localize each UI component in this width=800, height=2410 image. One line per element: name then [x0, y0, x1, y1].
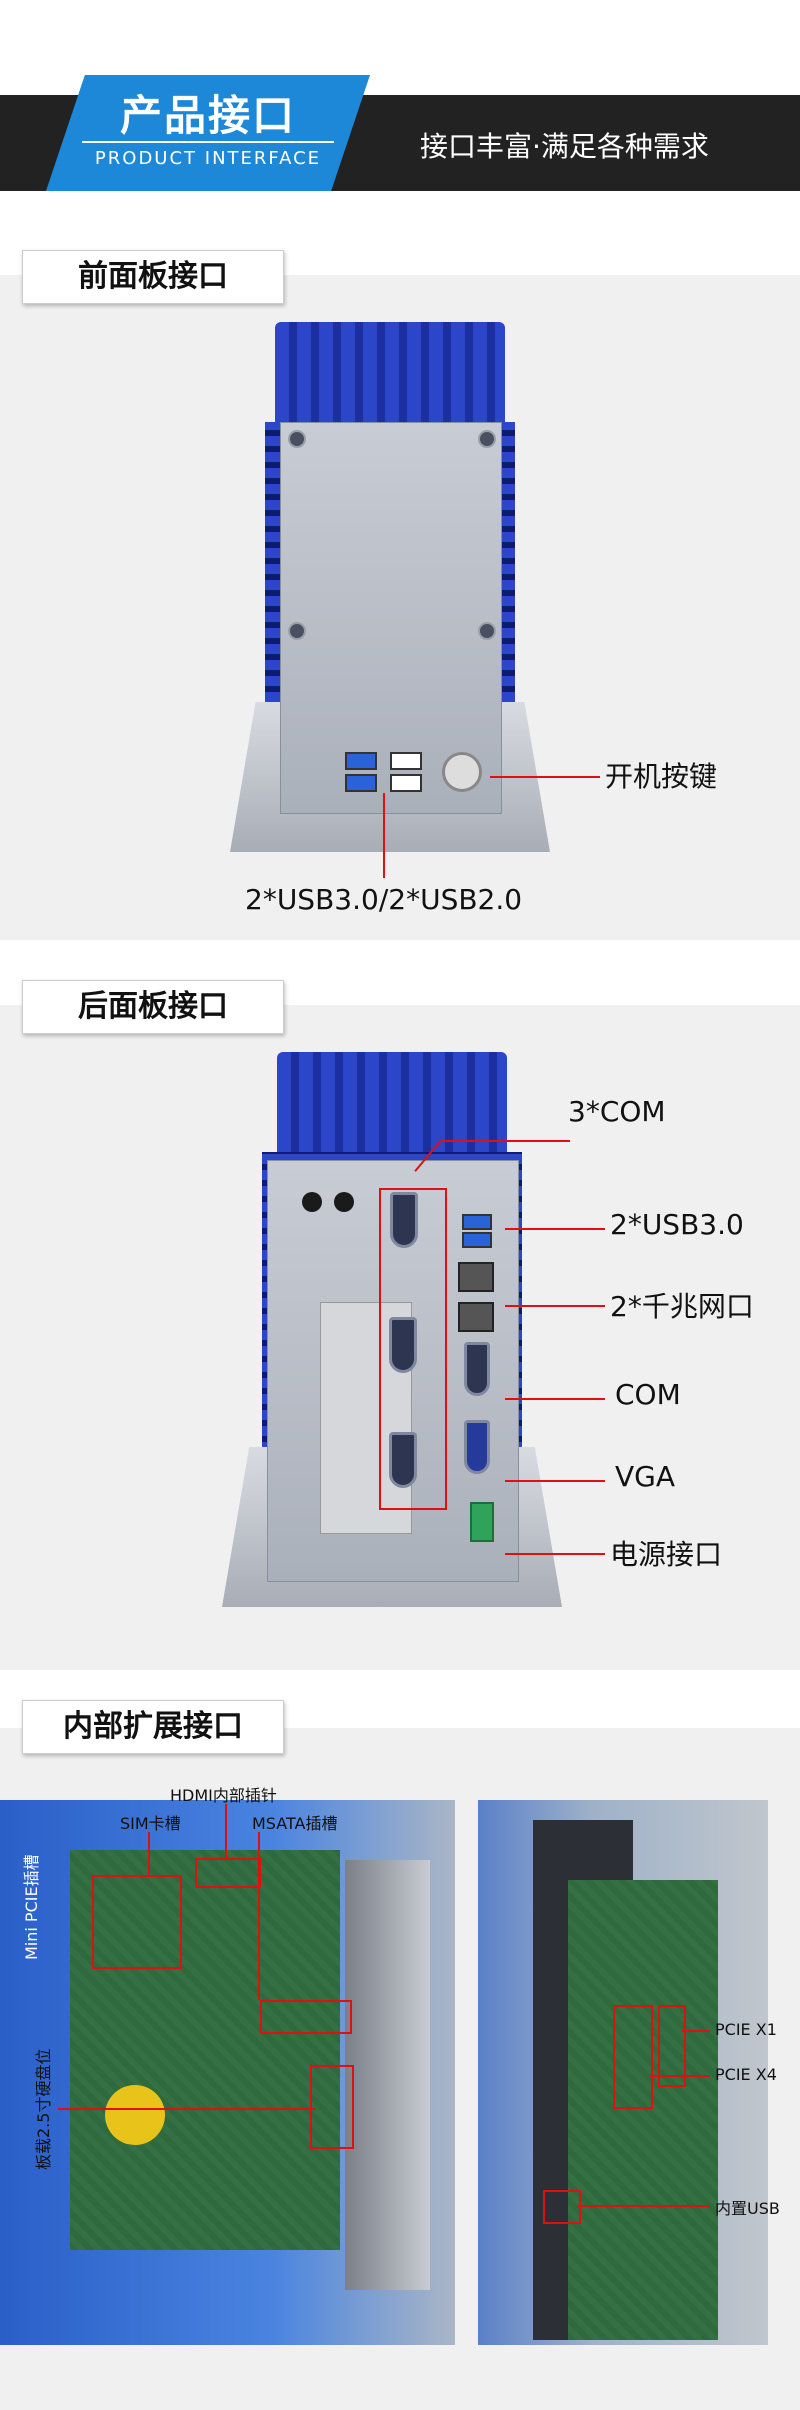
label-internal-usb: 内置USB: [715, 2199, 780, 2218]
label-power-button: 开机按键: [605, 760, 718, 793]
page-tagline: 接口丰富·满足各种需求: [420, 130, 709, 163]
front-plate: [280, 422, 502, 814]
usb3-port-icon: [462, 1232, 492, 1248]
pcie-x1-box: [658, 2005, 686, 2087]
internal-tab: 内部扩展接口: [22, 1700, 284, 1754]
label-msata: MSATA插槽: [252, 1814, 338, 1833]
label-pcie-x4: PCIE X4: [715, 2065, 777, 2084]
screw-icon: [478, 430, 496, 448]
usb2-port-icon: [390, 752, 422, 770]
top-heatsink-fins: [277, 1052, 507, 1162]
usb2-port-icon: [390, 774, 422, 792]
usb3-port-icon: [345, 752, 377, 770]
screw-icon: [478, 622, 496, 640]
internal-photo-right: [478, 1800, 768, 2345]
sim-mini-pcie-box: [92, 1875, 182, 1969]
callout-line-internal-usb: [578, 2205, 710, 2207]
screw-icon: [288, 622, 306, 640]
com-port-icon: [389, 1432, 417, 1488]
usb3-port-icon: [345, 774, 377, 792]
riser-card-pcb: [568, 1880, 718, 2340]
screw-icon: [288, 430, 306, 448]
power-button-icon: [442, 752, 482, 792]
com-port-icon: [464, 1342, 490, 1396]
com-port-icon: [390, 1192, 418, 1248]
rear-panel-tab: 后面板接口: [22, 980, 284, 1034]
com-highlight-box: [379, 1188, 447, 1510]
callout-line-sim: [148, 1832, 150, 1877]
page-title: 产品接口: [119, 91, 296, 140]
internal-usb-box: [543, 2190, 581, 2224]
callout-line-pcie-x4: [650, 2075, 710, 2077]
callout-line-usb3: [505, 1228, 605, 1230]
usb3-port-icon: [462, 1214, 492, 1230]
callout-line-usb: [383, 793, 385, 878]
label-rear-vga: VGA: [615, 1460, 676, 1493]
header-accent-block: [46, 75, 370, 191]
label-hdmi-header: HDMI内部插针: [170, 1786, 277, 1805]
hdmi-header-box: [195, 1858, 261, 1888]
label-mini-pcie: Mini PCIE插槽: [22, 1854, 41, 1960]
callout-line-lan: [505, 1305, 605, 1307]
pcie-x4-box: [613, 2005, 653, 2109]
callout-line-hdmi: [225, 1804, 227, 1859]
lan-port-icon: [458, 1262, 494, 1292]
label-rear-com: COM: [615, 1378, 681, 1411]
callout-line-com3-h: [440, 1140, 570, 1142]
front-panel-tab: 前面板接口: [22, 250, 284, 304]
top-heatsink-fins: [275, 322, 505, 432]
lan-port-icon: [458, 1302, 494, 1332]
label-rear-power: 电源接口: [610, 1538, 723, 1571]
hdd-connector-box: [310, 2065, 354, 2149]
label-front-usb: 2*USB3.0/2*USB2.0: [245, 883, 523, 916]
io-bracket: [345, 1860, 430, 2290]
com-port-icon: [389, 1317, 417, 1373]
label-sim: SIM卡槽: [120, 1814, 181, 1833]
internal-photo-left: [0, 1800, 455, 2345]
front-device-image: [230, 322, 550, 852]
callout-line-msata: [258, 1832, 260, 2000]
power-terminal-icon: [470, 1502, 494, 1542]
antenna-hole-icon: [302, 1192, 322, 1212]
callout-line-vga: [505, 1480, 605, 1482]
antenna-hole-icon: [334, 1192, 354, 1212]
callout-line-power: [490, 776, 600, 778]
callout-line-hdd: [58, 2108, 316, 2110]
callout-line-pcie-x1: [682, 2030, 710, 2032]
subtitle-divider: [82, 141, 334, 143]
page-subtitle: PRODUCT INTERFACE: [94, 148, 322, 169]
msata-box: [260, 2000, 352, 2034]
vga-port-icon: [464, 1420, 490, 1474]
callout-line-com: [505, 1398, 605, 1400]
motherboard-pcb: [70, 1850, 340, 2250]
label-rear-usb3: 2*USB3.0: [610, 1208, 744, 1241]
label-hdd: 板载2.5寸硬盘位: [34, 2048, 53, 2170]
cmos-battery-icon: [105, 2085, 165, 2145]
label-rear-lan: 2*千兆网口: [610, 1290, 754, 1323]
callout-line-power: [505, 1553, 605, 1555]
label-pcie-x1: PCIE X1: [715, 2020, 777, 2039]
label-rear-com3: 3*COM: [568, 1095, 666, 1128]
rear-device-image: [222, 1052, 562, 1622]
